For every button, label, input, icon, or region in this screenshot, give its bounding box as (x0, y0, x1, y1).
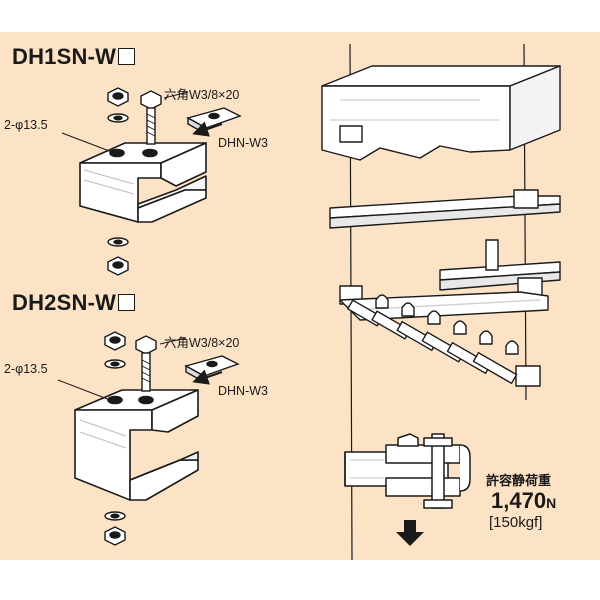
bracket-dh1sn (79, 142, 207, 223)
model-title-1: DH1SN-W (12, 44, 136, 70)
model-name: DH2SN-W (12, 290, 117, 315)
model-name: DH1SN-W (12, 44, 117, 69)
load-kgf: [150kgf] (489, 514, 543, 531)
part-label-1: DHN-W3 (218, 136, 268, 150)
load-value: 1,470 (491, 488, 547, 513)
leader-bolt-2 (159, 337, 187, 345)
detail-view (344, 433, 471, 509)
arrow-left-icon (192, 121, 223, 137)
checkbox-icon (118, 48, 136, 65)
bolt-label-2: 六角W3/8×20 (164, 336, 240, 350)
arrow-down-icon (396, 520, 424, 546)
leader-hole-1 (61, 132, 113, 153)
bolt-label-1: 六角W3/8×20 (164, 88, 240, 102)
hole-label-1: 2-φ13.5 (4, 118, 48, 132)
load-value-group: 1,470N (491, 488, 556, 514)
leader-bolt-1 (163, 91, 189, 99)
model-title-2: DH2SN-W (12, 290, 136, 316)
bolt-2 (135, 335, 157, 392)
leader-hole-2 (57, 379, 111, 401)
bracket-dh2sn (74, 389, 199, 501)
nut-top-1a (107, 87, 129, 123)
part-label-2: DHN-W3 (218, 384, 268, 398)
clip-dhn-w3-1 (186, 107, 242, 136)
arrow-left-icon (192, 369, 223, 385)
checkbox-icon (118, 294, 136, 311)
load-label: 許容静荷重 (486, 473, 552, 488)
nut-bottom-2 (104, 511, 126, 546)
hole-label-2: 2-φ13.5 (4, 362, 48, 376)
bolt-1 (140, 90, 162, 145)
nut-top-2a (104, 331, 126, 369)
clip-dhn-w3-2 (184, 355, 240, 384)
load-unit: N (546, 495, 557, 511)
nut-bottom-1 (107, 237, 129, 276)
